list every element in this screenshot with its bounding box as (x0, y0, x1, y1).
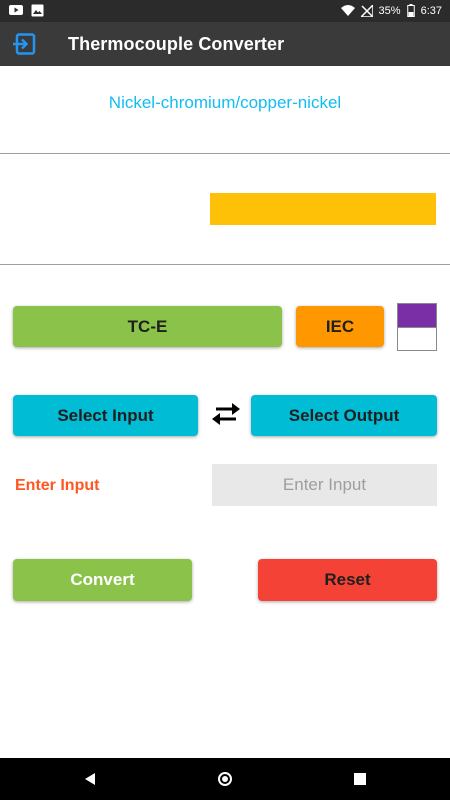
navigation-bar (0, 758, 450, 800)
swap-arrows-icon[interactable] (210, 402, 242, 426)
color-code-top (398, 304, 436, 327)
no-signal-icon (360, 4, 373, 17)
select-output-button[interactable]: Select Output (251, 395, 437, 436)
youtube-icon (9, 5, 23, 15)
thermocouple-type-button[interactable]: TC-E (13, 306, 282, 347)
home-nav-icon[interactable] (217, 771, 233, 787)
recents-nav-icon[interactable] (354, 773, 366, 785)
exit-to-app-icon[interactable] (12, 33, 36, 55)
result-display (210, 193, 436, 225)
divider-bottom (0, 264, 450, 265)
app-title: Thermocouple Converter (68, 34, 285, 54)
battery-icon (406, 4, 415, 17)
select-input-button[interactable]: Select Input (13, 395, 198, 436)
value-input[interactable] (212, 464, 437, 506)
wifi-icon (340, 5, 355, 16)
battery-level: 35% (378, 4, 401, 17)
standard-button[interactable]: IEC (296, 306, 384, 347)
status-bar: 35% 6:37 (0, 0, 450, 22)
select-input-label: Select Input (57, 405, 154, 425)
thermocouple-description: Nickel-chromium/copper-nickel (108, 93, 342, 112)
divider-top (0, 153, 450, 154)
convert-label: Convert (70, 570, 135, 589)
clock: 6:37 (420, 4, 442, 17)
reset-button[interactable]: Reset (258, 559, 437, 601)
image-icon (31, 4, 44, 17)
enter-input-label: Enter Input (15, 477, 100, 494)
back-nav-icon[interactable] (84, 772, 96, 786)
select-output-label: Select Output (288, 405, 400, 425)
standard-label: IEC (325, 316, 355, 336)
convert-button[interactable]: Convert (13, 559, 192, 601)
thermocouple-type-label: TC-E (127, 316, 168, 336)
color-code-bottom (398, 327, 436, 350)
reset-label: Reset (324, 570, 371, 589)
color-code-swatch (397, 303, 437, 351)
app-bar: Thermocouple Converter (0, 22, 450, 66)
